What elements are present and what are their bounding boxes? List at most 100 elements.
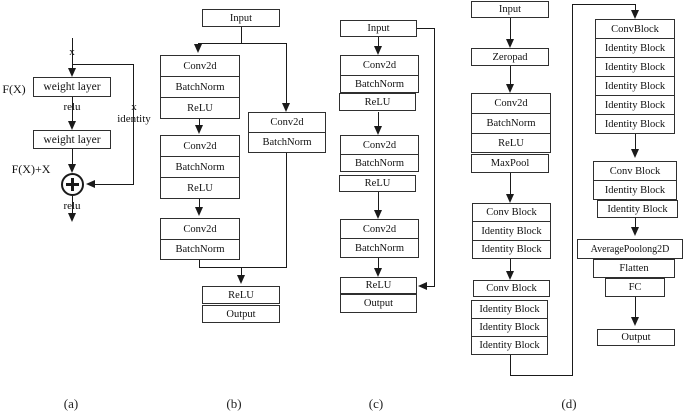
arrow-down	[631, 317, 639, 326]
output-box: Output	[202, 305, 280, 323]
arrow-left	[86, 180, 95, 188]
line	[510, 66, 511, 84]
arrow-down	[374, 126, 382, 135]
line	[378, 112, 379, 126]
layer-box: ReLU	[472, 133, 550, 152]
layer-box: Conv2d	[270, 117, 304, 128]
zeropad-box: Zeropad	[471, 48, 549, 66]
connector-line	[510, 375, 573, 376]
relu-box: ReLU	[339, 93, 416, 111]
conv-bn-relu-stack: Conv2d BatchNorm ReLU	[160, 135, 240, 199]
identity-label: x identity	[112, 101, 156, 125]
bypass-line	[427, 286, 435, 287]
arrow-down	[631, 10, 639, 19]
line	[378, 192, 379, 210]
arrow-down	[68, 121, 76, 130]
block-box: Identity Block	[596, 57, 674, 76]
line	[72, 38, 73, 68]
block-box: Identity Block	[479, 304, 540, 315]
block-box: Identity Block	[596, 95, 674, 114]
block-box: Identity Block	[472, 336, 547, 354]
input-variable-label: x	[69, 46, 75, 58]
arrow-left	[418, 282, 427, 290]
flatten-box: Flatten	[593, 259, 675, 278]
line	[72, 149, 73, 164]
arrow-down	[68, 68, 76, 77]
layer-box: Conv2d	[183, 223, 217, 235]
identity-label-text: identity	[117, 113, 151, 125]
relu-box: ReLU	[202, 286, 280, 304]
arrow-down	[282, 103, 290, 112]
stage-stack: Conv Block Identity Block	[593, 161, 677, 200]
layer-box: Conv2d	[494, 98, 528, 109]
connector-line	[635, 4, 636, 10]
arrow-down	[195, 125, 203, 134]
layer-box: BatchNorm	[341, 154, 418, 171]
relu-label: relu	[63, 101, 81, 113]
stage-stack: Conv Block Identity Block Identity Block	[472, 203, 551, 259]
block-box: Identity Block	[594, 180, 676, 199]
layer-box: Conv2d	[183, 60, 217, 72]
arrow-down	[374, 46, 382, 55]
line	[635, 132, 636, 149]
block-box: Identity Block	[604, 80, 666, 92]
conv-bn-stack: Conv2d BatchNorm	[340, 55, 419, 93]
line	[199, 259, 200, 268]
line	[378, 257, 379, 268]
layer-box: BatchNorm	[472, 113, 550, 133]
stage-stack: Identity Block Identity Block Identity B…	[471, 300, 548, 355]
fc-box: FC	[605, 278, 665, 297]
arrow-down	[631, 227, 639, 236]
layer-box: BatchNorm	[249, 132, 325, 152]
line	[635, 218, 636, 227]
fx-label: F(X)	[2, 82, 26, 96]
line	[241, 267, 242, 275]
layer-box: BatchNorm	[161, 156, 239, 177]
layer-box: BatchNorm	[341, 238, 418, 257]
layer-box: Conv2d	[362, 60, 397, 71]
arrow-down	[237, 275, 245, 284]
line	[199, 197, 200, 207]
add-icon	[61, 173, 84, 196]
block-box: Conv Block	[609, 165, 661, 177]
panel-b-caption: (b)	[226, 396, 242, 411]
line	[72, 64, 134, 65]
relu-box: ReLU	[340, 277, 417, 294]
line	[241, 27, 242, 43]
block-box: ConvBlock	[611, 23, 659, 35]
input-box: Input	[340, 20, 417, 37]
stage-stack: Identity Block Identity Block Identity B…	[595, 76, 675, 134]
panel-d-caption: (d)	[561, 396, 577, 411]
identity-label-x: x	[131, 101, 137, 113]
line	[378, 37, 379, 46]
layer-box: ReLU	[161, 97, 239, 118]
arrow-down	[68, 213, 76, 222]
relu-label: relu	[63, 200, 81, 212]
arrow-down	[506, 84, 514, 93]
line	[198, 43, 287, 44]
weight-layer-box: weight layer	[33, 77, 111, 97]
connector-line	[572, 4, 636, 5]
layer-box: BatchNorm	[161, 239, 239, 259]
relu-box: ReLU	[339, 175, 416, 192]
block-box: Identity Block	[473, 240, 550, 258]
line	[635, 297, 636, 317]
line	[95, 184, 134, 185]
shortcut-conv-bn-stack: Conv2d BatchNorm	[248, 112, 326, 153]
layer-box: ReLU	[161, 177, 239, 198]
line	[510, 18, 511, 39]
line	[72, 97, 73, 121]
line	[510, 173, 511, 194]
identity-block-box: Identity Block	[597, 200, 678, 218]
shortcut-line	[286, 43, 287, 103]
conv-bn-stack: Conv2d BatchNorm	[340, 219, 419, 258]
arrow-down	[374, 268, 382, 277]
block-box: Conv Block	[486, 207, 537, 218]
block-box: Identity Block	[596, 38, 674, 57]
connector-line	[510, 353, 511, 375]
arrow-down	[194, 44, 202, 53]
arrow-down	[506, 271, 514, 280]
layer-box: BatchNorm	[341, 75, 418, 92]
layer-box: Conv2d	[183, 140, 217, 152]
